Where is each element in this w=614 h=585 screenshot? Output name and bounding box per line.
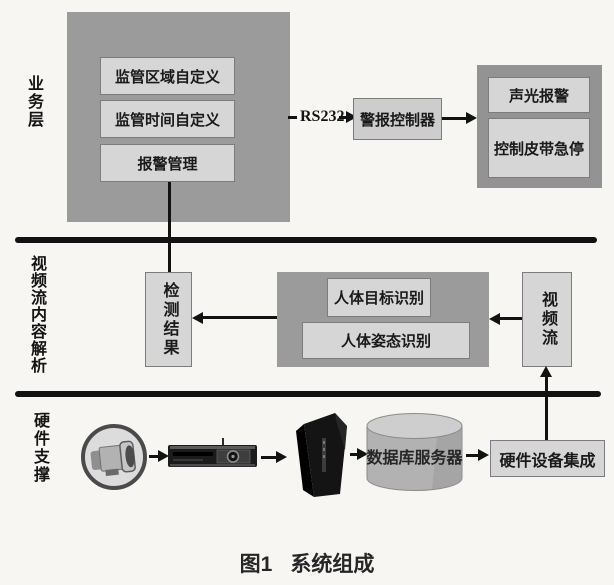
db-integration-arrow-shaft (466, 454, 479, 457)
detect-result-box: 检测结果 (145, 272, 192, 367)
rs232-arrowhead-icon (346, 111, 357, 123)
stream-recognition-arrow-shaft (499, 317, 522, 320)
connector-alarm-to-detect (168, 182, 171, 273)
server-tower-icon (296, 413, 347, 497)
video-stream-box: 视频流 (522, 272, 572, 367)
stream-recognition-arrowhead-icon (489, 313, 500, 325)
layer-divider-top (15, 237, 597, 243)
camera-recorder-arrowhead-icon (158, 450, 169, 462)
db-integration-arrowhead-icon (478, 449, 489, 461)
module-alarm-management: 报警管理 (100, 144, 235, 182)
camera-icon (81, 424, 147, 490)
database-cylinder-icon (366, 413, 463, 491)
rs232-label: RS232 (300, 108, 345, 125)
detect-result-label: 检测结果 (160, 281, 178, 358)
video-stream-label: 视频流 (539, 291, 556, 348)
recognition-detect-arrow-shaft (202, 316, 277, 319)
figure-number: 图1 (239, 553, 273, 576)
human-target-recognition-box: 人体目标识别 (327, 278, 431, 317)
controller-output-arrowhead-icon (466, 112, 477, 124)
recorder-server-arrowhead-icon (276, 451, 287, 463)
output-belt-stop: 控制皮带急停 (488, 118, 590, 178)
integration-stream-arrowhead-icon (540, 366, 552, 377)
layer-label-hardware: 硬件支撑 (31, 412, 48, 484)
server-db-arrowhead-icon (357, 448, 368, 460)
human-posture-recognition-box: 人体姿态识别 (302, 322, 470, 359)
module-region-custom: 监管区域自定义 (100, 57, 235, 95)
video-recorder-icon (168, 438, 257, 467)
recognition-detect-arrowhead-icon (192, 312, 203, 324)
rs232-arrow-shaft (339, 116, 347, 119)
layer-divider-bottom (15, 391, 601, 397)
figure-title: 系统组成 (290, 553, 375, 576)
output-sound-light-alarm: 声光报警 (488, 77, 590, 113)
layer-label-business: 业务层 (25, 75, 42, 129)
rs232-dash (288, 116, 297, 119)
module-time-custom: 监管时间自定义 (100, 100, 235, 138)
recorder-server-arrow-shaft (261, 456, 277, 459)
integration-stream-arrow-shaft (545, 376, 548, 440)
controller-output-arrow-shaft (442, 117, 467, 120)
database-server-label: 数据库服务器 (366, 450, 463, 467)
figure-caption: 图1 系统组成 (0, 548, 614, 578)
hardware-integration-box: 硬件设备集成 (490, 440, 605, 477)
camera-recorder-arrow-shaft (149, 455, 159, 458)
server-db-arrow-shaft (350, 453, 358, 456)
alarm-controller-box: 警报控制器 (353, 98, 442, 140)
layer-label-video-parsing: 视频流内容解析 (28, 255, 45, 374)
